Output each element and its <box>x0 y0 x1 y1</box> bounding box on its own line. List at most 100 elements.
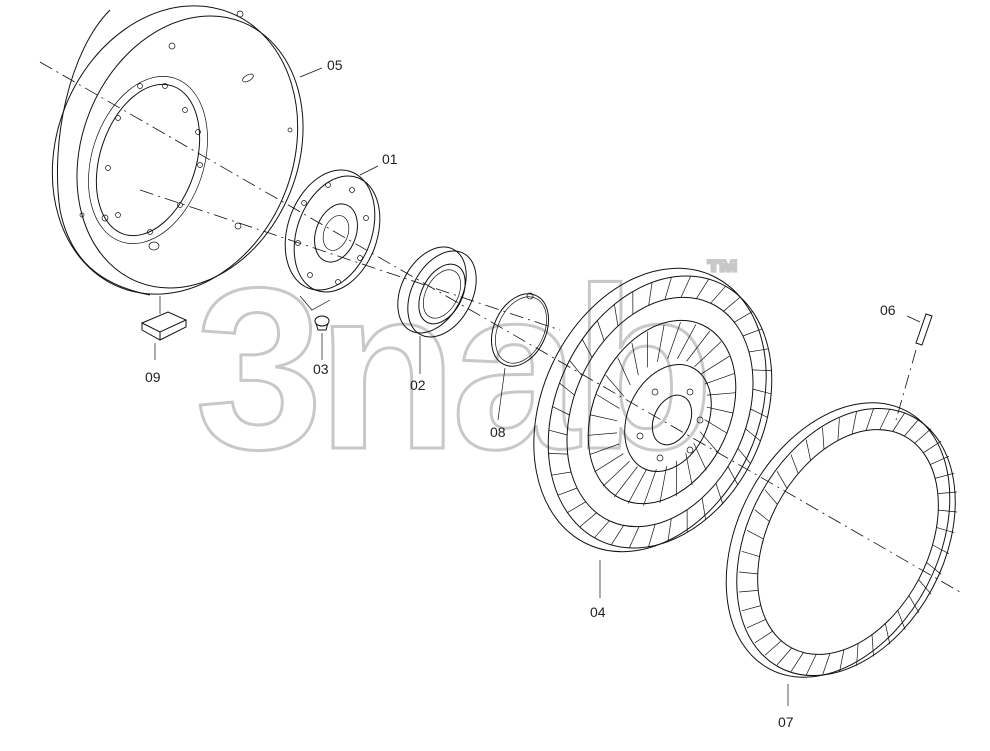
vane-line <box>657 324 665 362</box>
vane-line <box>764 640 782 656</box>
vane-line <box>754 509 770 522</box>
vane-line <box>597 320 605 341</box>
vane-line <box>588 432 618 436</box>
vane-line <box>627 469 647 504</box>
vane-line <box>790 652 804 672</box>
vane-line <box>754 630 773 644</box>
vane-line <box>871 634 874 657</box>
vane-line <box>617 357 631 386</box>
vane-line <box>822 653 831 676</box>
part-06-pin <box>915 313 933 346</box>
vane-line <box>699 431 719 454</box>
vane-line <box>865 408 874 431</box>
vane-line <box>904 418 920 437</box>
vane-line <box>937 491 957 494</box>
leader-03-guide <box>299 295 331 311</box>
axis-pin-06 <box>895 349 917 421</box>
vane-line <box>614 466 638 498</box>
vane-line <box>776 647 792 666</box>
vane-line <box>548 453 568 455</box>
vane-line <box>879 408 891 430</box>
watermark: 3nab ™ <box>194 239 742 499</box>
vane-line <box>746 529 764 540</box>
leader-08 <box>497 367 506 421</box>
part-05-flywheel-housing <box>51 5 304 296</box>
vane-line <box>926 562 942 575</box>
label-07: 07 <box>778 714 794 730</box>
vane-line <box>739 571 758 575</box>
vane-line <box>704 419 728 434</box>
part-02-bearing <box>397 246 477 338</box>
vane-line <box>930 455 950 465</box>
vane-line <box>581 339 593 358</box>
vane-line <box>706 406 734 414</box>
vane-line <box>610 525 624 546</box>
center-axis-secondary <box>139 189 561 331</box>
vane-line <box>557 487 578 496</box>
vane-line <box>936 527 955 534</box>
label-06: 06 <box>880 302 896 318</box>
vane-line <box>569 360 583 376</box>
vane-line <box>885 623 891 645</box>
vane-line <box>693 442 707 471</box>
vane-line <box>700 355 730 375</box>
vane-line <box>667 518 672 542</box>
label-08: 08 <box>490 424 506 440</box>
vane-line <box>737 448 751 464</box>
vane-line <box>594 520 610 539</box>
vane-line <box>748 348 769 353</box>
vane-line <box>596 394 620 409</box>
vane-line <box>892 412 906 432</box>
vane-line <box>696 278 710 299</box>
label-02: 02 <box>410 377 426 393</box>
label-05: 05 <box>327 57 343 73</box>
watermark-text: 3nab <box>195 240 708 497</box>
vane-line <box>727 466 739 485</box>
vane-line <box>752 369 772 371</box>
center-axis-main <box>39 61 961 593</box>
part-07-vane-ring <box>725 402 957 678</box>
part-01-hub-plate <box>284 169 381 293</box>
vane-line <box>631 342 639 376</box>
vane-line <box>837 418 840 441</box>
vane-line <box>628 526 640 549</box>
vane-line <box>659 466 667 504</box>
part-04-impeller-wheel <box>533 267 773 553</box>
vane-line <box>567 501 586 513</box>
vane-line <box>741 605 761 612</box>
label-09: 09 <box>145 369 161 385</box>
vane-line <box>715 483 723 504</box>
vane-line <box>839 649 845 673</box>
vane-line <box>602 461 630 487</box>
vane-line <box>746 619 766 629</box>
vane-line <box>667 322 681 360</box>
vane-line <box>704 373 735 385</box>
leader-01 <box>359 165 379 176</box>
vane-line <box>776 471 788 489</box>
part-03-bolt <box>314 315 330 331</box>
vane-line <box>734 311 753 323</box>
vane-line <box>594 453 624 473</box>
vane-line <box>548 429 568 436</box>
vane-line <box>706 392 736 396</box>
vane-line <box>559 382 575 396</box>
part-09-key-block <box>140 311 188 341</box>
watermark-trademark: ™ <box>706 254 740 292</box>
vane-line <box>694 341 722 367</box>
vane-line <box>741 550 760 557</box>
vane-line <box>805 654 817 676</box>
vane-line <box>710 285 726 304</box>
vane-line <box>935 472 955 479</box>
vane-line <box>723 296 741 312</box>
part-08-snap-ring <box>490 292 550 367</box>
vane-line <box>923 440 942 454</box>
vane-line <box>851 411 857 435</box>
vane-line <box>938 509 957 513</box>
vane-line <box>764 489 778 505</box>
vane-line <box>908 595 920 613</box>
vane-line <box>590 414 618 422</box>
vane-line <box>664 277 672 300</box>
vane-line <box>643 468 657 506</box>
vane-line <box>914 428 932 444</box>
